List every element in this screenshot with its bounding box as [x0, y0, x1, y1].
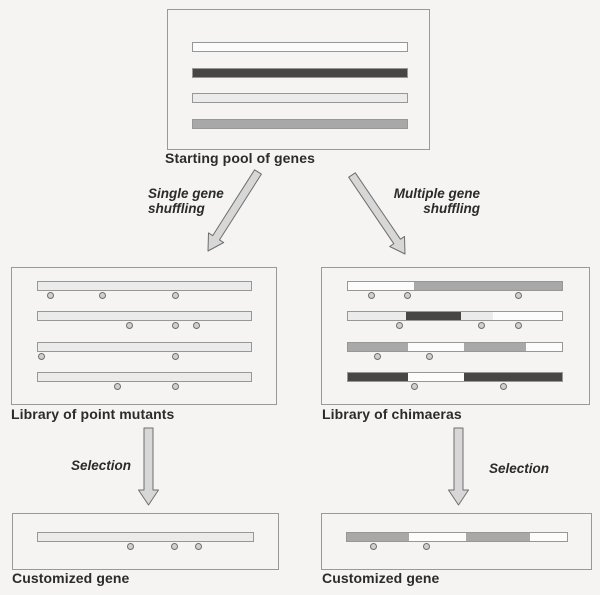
customized-gene-box-right — [321, 513, 592, 570]
gene-row — [37, 341, 252, 361]
gene-segment-white — [193, 42, 407, 51]
mutation-dot — [98, 292, 106, 300]
customized-gene-box-left — [12, 513, 279, 570]
gene-bar — [37, 281, 252, 292]
selection-label-right: Selection — [489, 461, 550, 476]
mutation-dot — [369, 543, 377, 550]
gene-segment-white — [493, 312, 562, 321]
single-gene-shuffling-label-line2: shuffling — [148, 201, 205, 216]
gene-segment-light — [38, 533, 253, 541]
mutation-dot — [171, 382, 179, 390]
gene-segment-dark — [463, 372, 562, 381]
starting-pool-box — [167, 9, 430, 150]
mutation-dot — [38, 352, 46, 360]
chimaeras-box — [321, 267, 590, 405]
gene-segment-gray — [348, 342, 408, 351]
gene-segment-dark — [348, 372, 408, 381]
customized-gene-label-left: Customized gene — [12, 570, 130, 586]
gene-row — [192, 67, 408, 78]
mutation-dot — [367, 292, 375, 300]
gene-bar — [347, 371, 563, 382]
mutation-dot — [477, 322, 485, 330]
gene-segment-gray — [465, 533, 530, 541]
gene-bar — [192, 41, 408, 52]
gene-row — [347, 371, 563, 391]
selection-arrow-left — [138, 427, 159, 506]
gene-row — [347, 281, 563, 300]
gene-segment-light — [348, 312, 406, 321]
mutation-dot — [113, 382, 121, 390]
gene-segment-light — [193, 94, 407, 103]
customized-gene-label-right: Customized gene — [322, 570, 440, 586]
gene-row — [192, 93, 408, 104]
mutation-dot — [46, 292, 54, 300]
gene-row — [347, 341, 563, 361]
mutation-dot — [374, 352, 382, 360]
single-gene-shuffling-label-line1: Single gene — [148, 186, 224, 201]
gene-segment-gray — [463, 342, 526, 351]
gene-segment-gray — [414, 282, 562, 291]
gene-bar — [192, 93, 408, 104]
gene-segment-light — [38, 342, 251, 351]
mutation-dot — [404, 292, 412, 300]
mutation-dot — [193, 322, 201, 330]
multiple-gene-shuffling-label-line2: shuffling — [423, 201, 480, 216]
mutation-dot — [126, 322, 134, 330]
gene-row — [37, 532, 254, 551]
mutation-dot — [426, 352, 434, 360]
single-gene-shuffling-label: Single gene shuffling — [148, 186, 224, 216]
gene-bar — [347, 311, 563, 322]
chimaeras-label: Library of chimaeras — [322, 406, 462, 422]
gene-segment-white — [407, 372, 464, 381]
gene-bar — [37, 341, 252, 352]
mutation-dot — [127, 543, 135, 550]
gene-segment-light — [38, 372, 251, 381]
mutation-dot — [422, 543, 430, 550]
mutation-dot — [170, 543, 178, 550]
selection-arrow-right — [448, 427, 469, 506]
gene-segment-light — [461, 312, 494, 321]
gene-row — [37, 311, 252, 330]
gene-row — [192, 119, 408, 130]
mutation-dot — [514, 292, 522, 300]
gene-segment-white — [408, 533, 466, 541]
mutation-dot — [194, 543, 202, 550]
gene-row — [192, 41, 408, 52]
gene-row — [37, 371, 252, 391]
gene-row — [347, 311, 563, 330]
mutation-dot — [514, 322, 522, 330]
multiple-gene-shuffling-label: Multiple gene shuffling — [370, 186, 480, 216]
multiple-gene-shuffling-label-line1: Multiple gene — [393, 186, 480, 201]
gene-row — [346, 532, 568, 551]
gene-segment-light — [38, 312, 251, 321]
gene-bar — [37, 532, 254, 542]
gene-row — [37, 281, 252, 300]
mutation-dot — [171, 322, 179, 330]
gene-bar — [37, 311, 252, 322]
gene-segment-dark — [193, 68, 407, 77]
point-mutants-box — [11, 267, 277, 405]
gene-segment-gray — [193, 120, 407, 129]
point-mutants-label: Library of point mutants — [11, 406, 175, 422]
gene-bar — [192, 67, 408, 78]
gene-bar — [347, 281, 563, 292]
mutation-dot — [499, 382, 507, 390]
gene-bar — [346, 532, 568, 542]
gene-segment-gray — [347, 533, 409, 541]
gene-segment-white — [525, 342, 562, 351]
starting-pool-label: Starting pool of genes — [165, 150, 315, 166]
mutation-dot — [171, 292, 179, 300]
gene-segment-white — [348, 282, 415, 291]
gene-segment-white — [407, 342, 464, 351]
mutation-dot — [410, 382, 418, 390]
gene-segment-white — [529, 533, 567, 541]
selection-label-left: Selection — [71, 458, 132, 473]
gene-bar — [192, 119, 408, 130]
gene-bar — [347, 341, 563, 352]
mutation-dot — [171, 352, 179, 360]
mutation-dot — [395, 322, 403, 330]
gene-segment-light — [38, 282, 251, 291]
gene-segment-dark — [405, 312, 462, 321]
gene-bar — [37, 371, 252, 382]
